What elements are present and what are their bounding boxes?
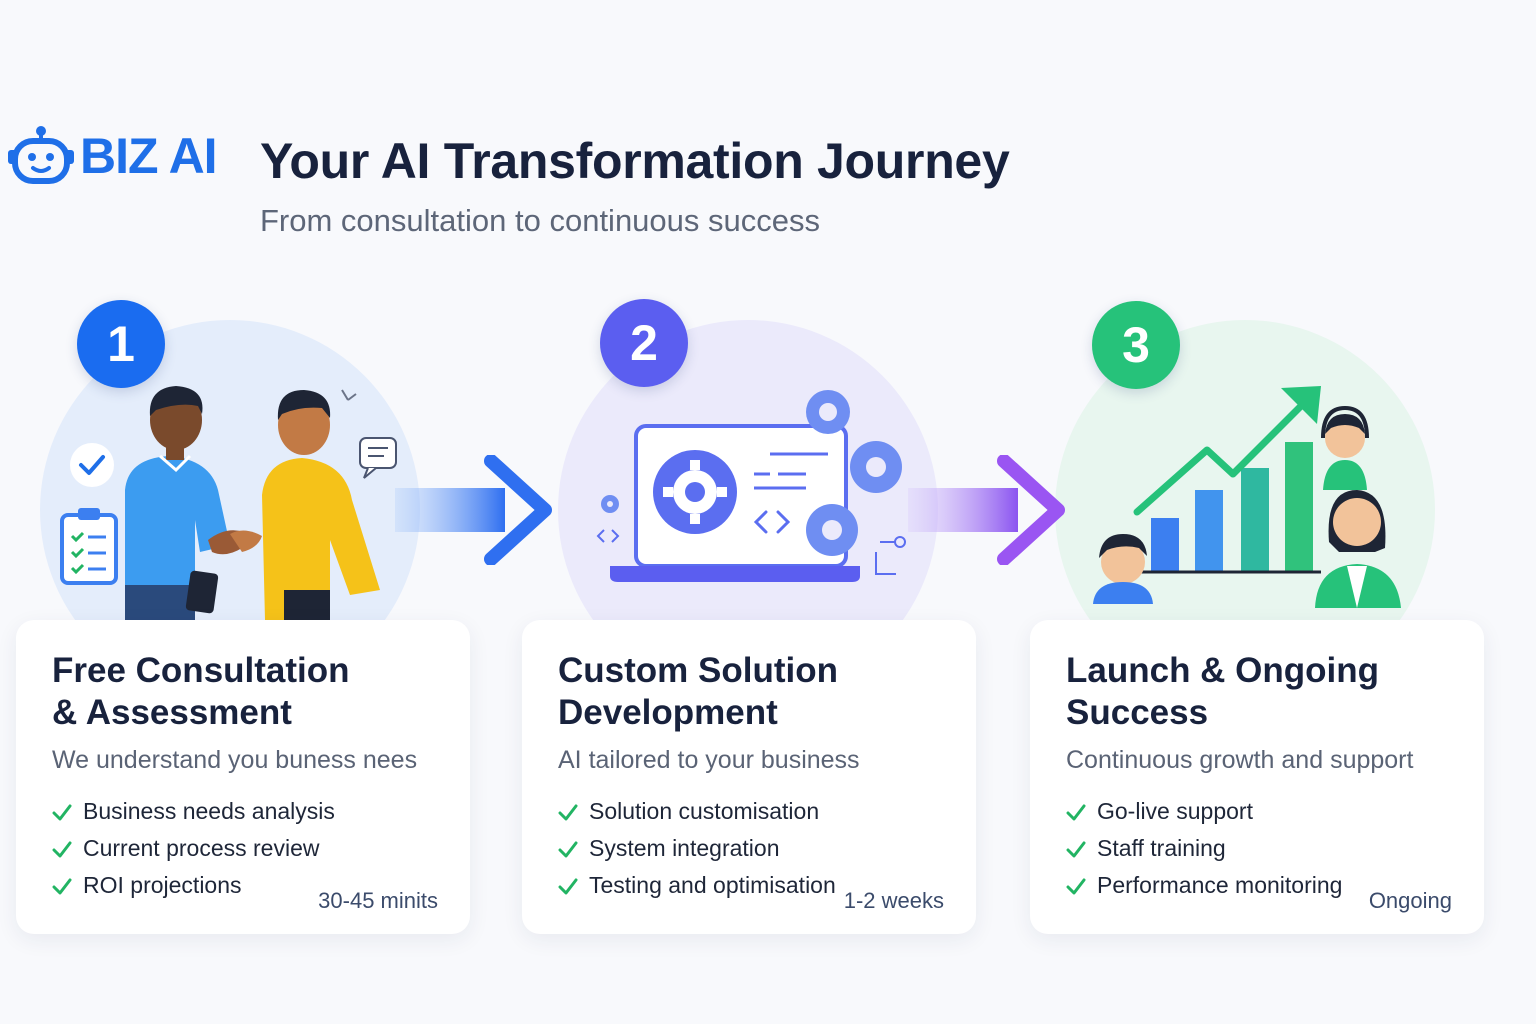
step-3-duration: Ongoing	[1368, 888, 1452, 913]
checkmark-icon	[558, 804, 578, 820]
checklist-item-label: Business needs analysis	[83, 798, 335, 824]
step-2-duration: 1-2 weeks	[843, 888, 944, 913]
checklist-item-label: Current process review	[83, 835, 320, 861]
robot-icon	[8, 126, 74, 184]
checkmark-icon	[558, 878, 578, 894]
step-1-card: Free Consultation & Assessment We unders…	[16, 620, 470, 934]
checkmark-icon	[52, 804, 72, 820]
step-arrow-1	[395, 455, 555, 565]
step-3-title: Launch & Ongoing Success	[1066, 650, 1450, 734]
checklist-item-label: Staff training	[1097, 835, 1226, 861]
step-3-title-line1: Launch & Ongoing	[1066, 651, 1380, 690]
checkmark-icon	[558, 841, 578, 857]
growth-chart-illustration	[1045, 290, 1445, 625]
checklist-item: Current process review	[52, 830, 436, 867]
checklist-item: Testing and optimisation	[558, 867, 942, 904]
step-2-badge: 2	[600, 299, 688, 387]
step-1-checklist: Business needs analysis Current process …	[52, 793, 436, 904]
step-2-card: Custom Solution Development AI tailored …	[522, 620, 976, 934]
checklist-item-label: ROI projections	[83, 872, 242, 898]
checklist-item: Solution customisation	[558, 793, 942, 830]
checklist-item: Performance monitoring	[1066, 867, 1450, 904]
step-1-title: Free Consultation & Assessment	[52, 650, 436, 734]
step-3-badge: 3	[1092, 301, 1180, 389]
step-3-card: Launch & Ongoing Success Continuous grow…	[1030, 620, 1484, 934]
step-2-title-line2: Development	[558, 693, 778, 732]
brand-name: BIZ AI	[80, 128, 218, 184]
page-title: Your AI Transformation Journey	[260, 133, 1010, 189]
step-2-description: AI tailored to your business	[558, 746, 860, 774]
step-arrow-2	[908, 455, 1068, 565]
laptop-gears-illustration	[548, 290, 948, 625]
checkmark-icon	[52, 841, 72, 857]
checklist-item-label: Performance monitoring	[1097, 872, 1343, 898]
checklist-item-label: Go-live support	[1097, 798, 1253, 824]
checkmark-icon	[1066, 841, 1086, 857]
step-3-title-line2: Success	[1066, 693, 1209, 732]
checklist-item: Business needs analysis	[52, 793, 436, 830]
step-2-checklist: Solution customisation System integratio…	[558, 793, 942, 904]
checklist-item: System integration	[558, 830, 942, 867]
step-1-duration: 30-45 minits	[318, 888, 438, 913]
checklist-item-label: Solution customisation	[589, 798, 820, 824]
step-1-title-line1: Free Consultation	[52, 651, 350, 690]
step-1-description: We understand you buness nees	[52, 746, 418, 774]
step-1-title-line2: & Assessment	[52, 693, 292, 732]
checkmark-icon	[1066, 878, 1086, 894]
checklist-item-label: System integration	[589, 835, 780, 861]
handshake-illustration	[30, 290, 430, 625]
step-1-badge: 1	[77, 300, 165, 388]
brand-logo[interactable]: BIZ AI	[4, 124, 218, 188]
step-2-title: Custom Solution Development	[558, 650, 942, 734]
checklist-item: Staff training	[1066, 830, 1450, 867]
step-3-checklist: Go-live support Staff training Performan…	[1066, 793, 1450, 904]
checklist-item: ROI projections	[52, 867, 436, 904]
page-subtitle: From consultation to continuous success	[260, 203, 820, 238]
checklist-item-label: Testing and optimisation	[589, 872, 836, 898]
checkmark-icon	[1066, 804, 1086, 820]
checklist-item: Go-live support	[1066, 793, 1450, 830]
step-2-title-line1: Custom Solution	[558, 651, 838, 690]
step-3-description: Continuous growth and support	[1066, 746, 1414, 774]
checkmark-icon	[52, 878, 72, 894]
